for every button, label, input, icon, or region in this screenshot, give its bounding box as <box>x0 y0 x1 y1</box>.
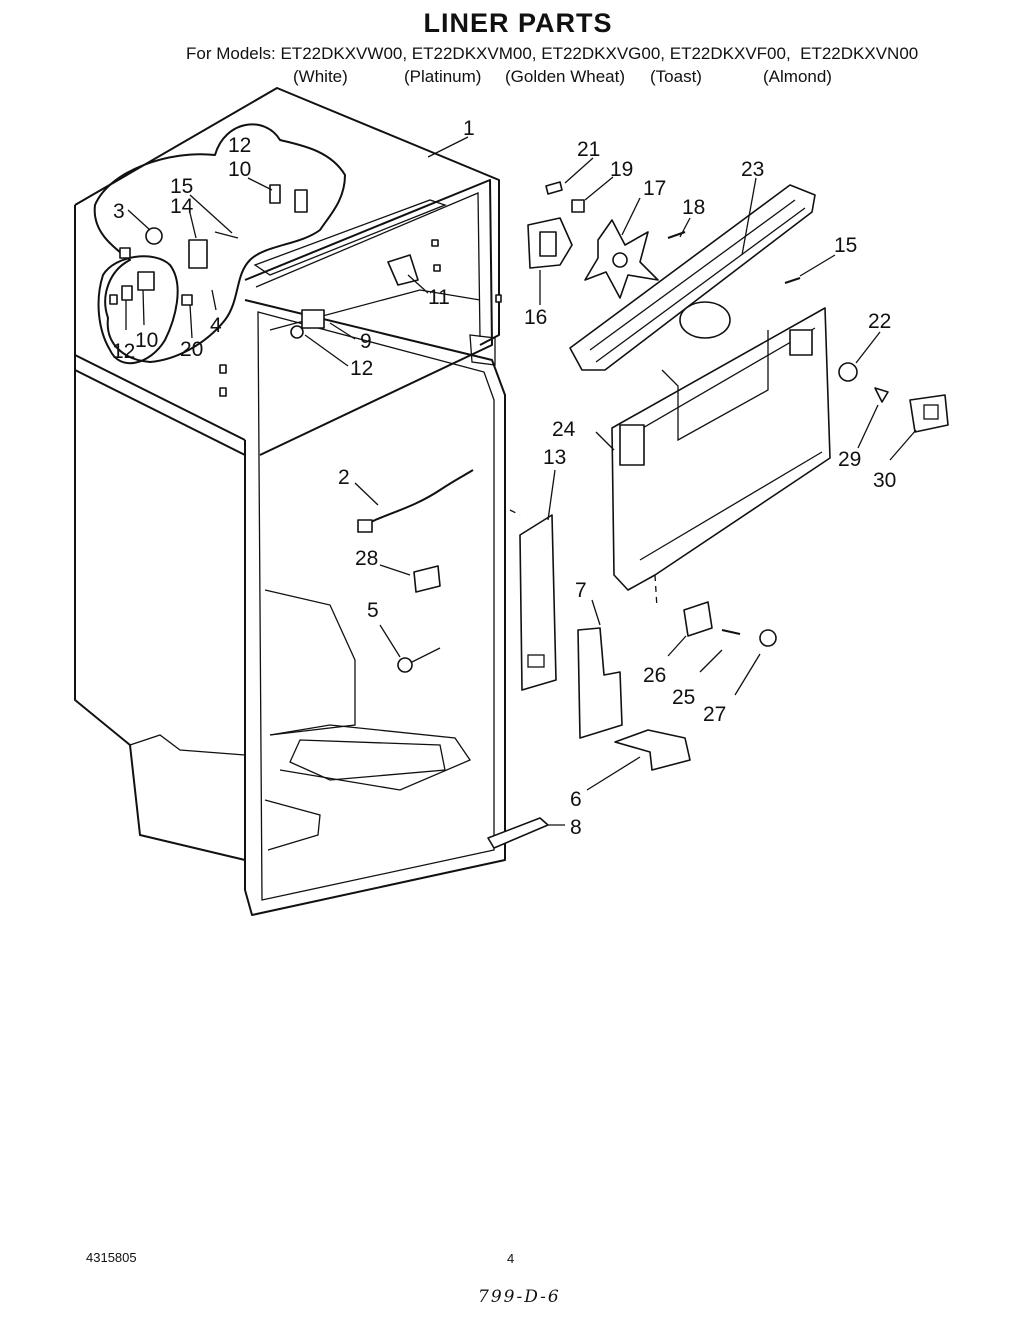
callout-27: 27 <box>703 703 726 726</box>
callout-26: 26 <box>643 664 666 687</box>
callout-12-top: 12 <box>228 134 251 157</box>
cabinet-assembly <box>74 87 506 916</box>
callout-22: 22 <box>868 310 891 333</box>
callout-9: 9 <box>360 330 372 353</box>
leader-lines <box>125 136 917 826</box>
callout-1: 1 <box>463 117 475 140</box>
callout-16: 16 <box>524 306 547 329</box>
page-title: LINER PARTS <box>423 8 613 38</box>
callout-3: 3 <box>113 200 125 223</box>
callout-21: 21 <box>577 138 600 161</box>
callout-15-left: 15 <box>170 175 193 198</box>
callout-24: 24 <box>552 418 576 441</box>
callout-10-left: 10 <box>135 329 158 352</box>
cabinet-hardware <box>121 184 474 673</box>
callout-14: 14 <box>170 195 194 218</box>
callout-20: 20 <box>180 338 203 361</box>
callout-19: 19 <box>610 158 633 181</box>
callout-23: 23 <box>741 158 764 181</box>
handwritten-code: 799-D-6 <box>478 1287 561 1307</box>
callout-28: 28 <box>355 547 378 570</box>
callout-4: 4 <box>210 314 222 337</box>
callout-15-right: 15 <box>834 234 857 257</box>
callout-6: 6 <box>570 788 582 811</box>
callout-13: 13 <box>543 446 566 469</box>
callout-12-left: 12 <box>112 340 135 363</box>
callout-12-right: 12 <box>350 357 373 380</box>
callout-11: 11 <box>428 286 450 309</box>
callout-2: 2 <box>338 466 350 489</box>
callout-17: 17 <box>643 177 666 200</box>
fan-and-cover-parts <box>487 181 949 849</box>
callout-labels: 1 2 3 4 5 6 7 8 9 10 10 11 12 12 12 13 1… <box>112 117 896 839</box>
color-label-almond: (Almond) <box>763 67 832 86</box>
callout-7: 7 <box>575 579 587 602</box>
callout-25: 25 <box>672 686 695 709</box>
models-line: For Models: ET22DKXVW00, ET22DKXVM00, ET… <box>186 44 919 63</box>
color-label-golden-wheat: (Golden Wheat) <box>505 67 625 86</box>
callout-8: 8 <box>570 816 582 839</box>
color-label-toast: (Toast) <box>650 67 702 86</box>
callout-5: 5 <box>367 599 379 622</box>
footer-part-number: 4315805 <box>86 1250 137 1265</box>
callout-18: 18 <box>682 196 705 219</box>
color-label-white: (White) <box>293 67 348 86</box>
callout-30: 30 <box>873 469 896 492</box>
callout-10-top: 10 <box>228 158 251 181</box>
callout-29: 29 <box>838 448 861 471</box>
footer-page-number: 4 <box>507 1251 515 1266</box>
color-label-platinum: (Platinum) <box>404 67 482 86</box>
